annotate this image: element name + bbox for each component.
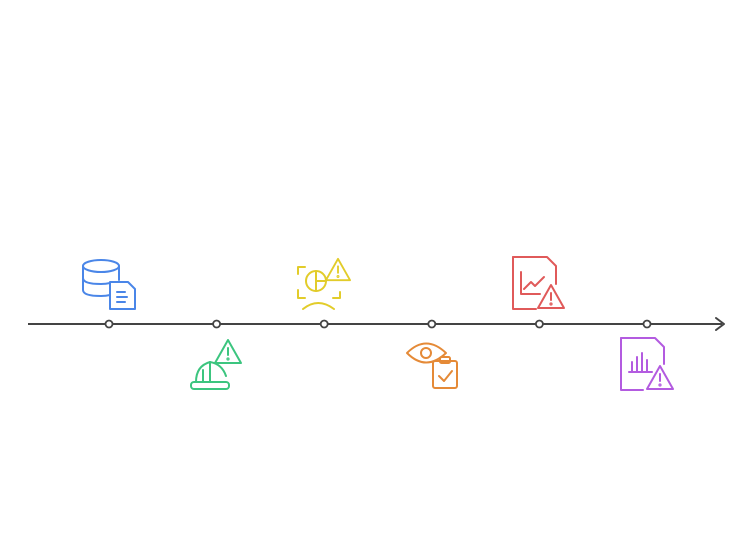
milestone-dot-data-collection <box>104 319 114 329</box>
milestone-dot-report-risk <box>535 319 544 329</box>
hardhat-warning-icon <box>190 339 242 390</box>
milestone-dot-construction-risk <box>212 319 222 329</box>
scan-chart-warning-icon <box>297 257 352 310</box>
bar-document-warning-icon <box>620 337 674 391</box>
milestone-dot-analysis-risk <box>319 319 329 329</box>
chart-document-warning-icon <box>512 256 565 310</box>
eye-clipboard-check-icon <box>406 342 458 389</box>
database-document-icon <box>82 259 136 310</box>
timeline-axis <box>28 317 725 331</box>
milestone-dots <box>104 319 652 329</box>
milestone-dot-review-approval <box>427 319 437 329</box>
milestone-dot-final-report-risk <box>642 319 652 329</box>
